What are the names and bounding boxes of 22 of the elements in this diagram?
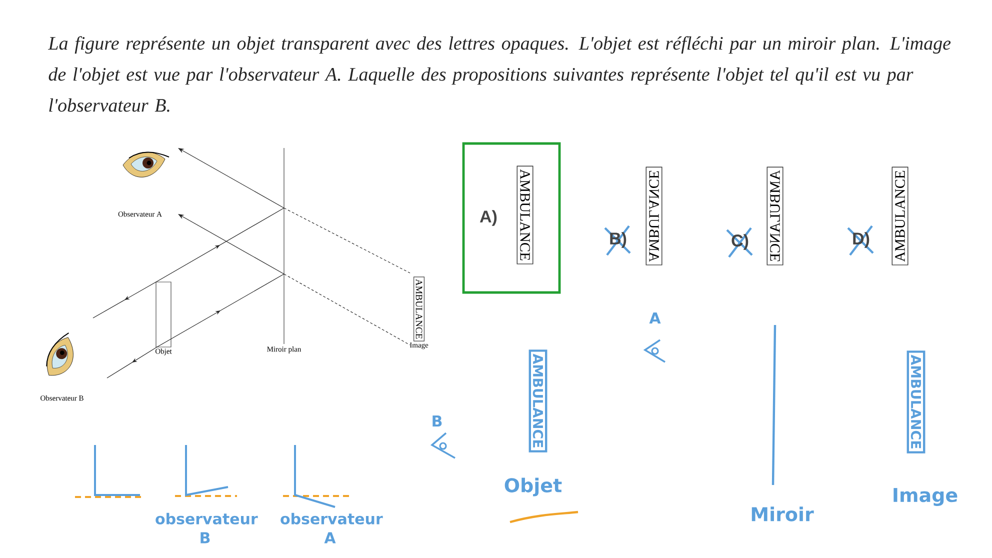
word-box: AMBULANCE xyxy=(892,166,908,266)
question-text: La figure représente un objet transparent avec des lettres opaques. L'objet est réfléchi par un miroir plan. L'image de l'objet est vue par l'observateur A. Laquelle des propositions suivantes représente l'objet tel qu'il est vu par l'observateur B. xyxy=(48,36,951,112)
word-box: AMBULANCE xyxy=(516,166,534,264)
handwritten-label: observateur B xyxy=(156,512,258,544)
light-ray xyxy=(156,208,284,282)
light-ray xyxy=(106,346,158,378)
light-ray xyxy=(178,214,284,274)
word-box: AMBULANCE xyxy=(646,166,662,266)
light-ray xyxy=(178,148,284,208)
handwritten-label: A xyxy=(649,312,661,324)
handwritten-label: observateur A xyxy=(280,512,383,544)
light-ray xyxy=(156,274,284,348)
light-ray xyxy=(284,274,410,346)
word-box: AMBULANCE xyxy=(906,350,926,454)
handwritten-label: Image xyxy=(894,488,958,506)
light-ray xyxy=(284,208,410,274)
handwritten-label: Miroir xyxy=(752,506,814,522)
word-box: AMBULANCE xyxy=(528,350,548,452)
light-ray xyxy=(92,282,156,318)
handwritten-label: Objet xyxy=(504,478,562,496)
word-box: AMBULANCE xyxy=(766,166,784,266)
handwritten-label: B xyxy=(432,416,442,426)
